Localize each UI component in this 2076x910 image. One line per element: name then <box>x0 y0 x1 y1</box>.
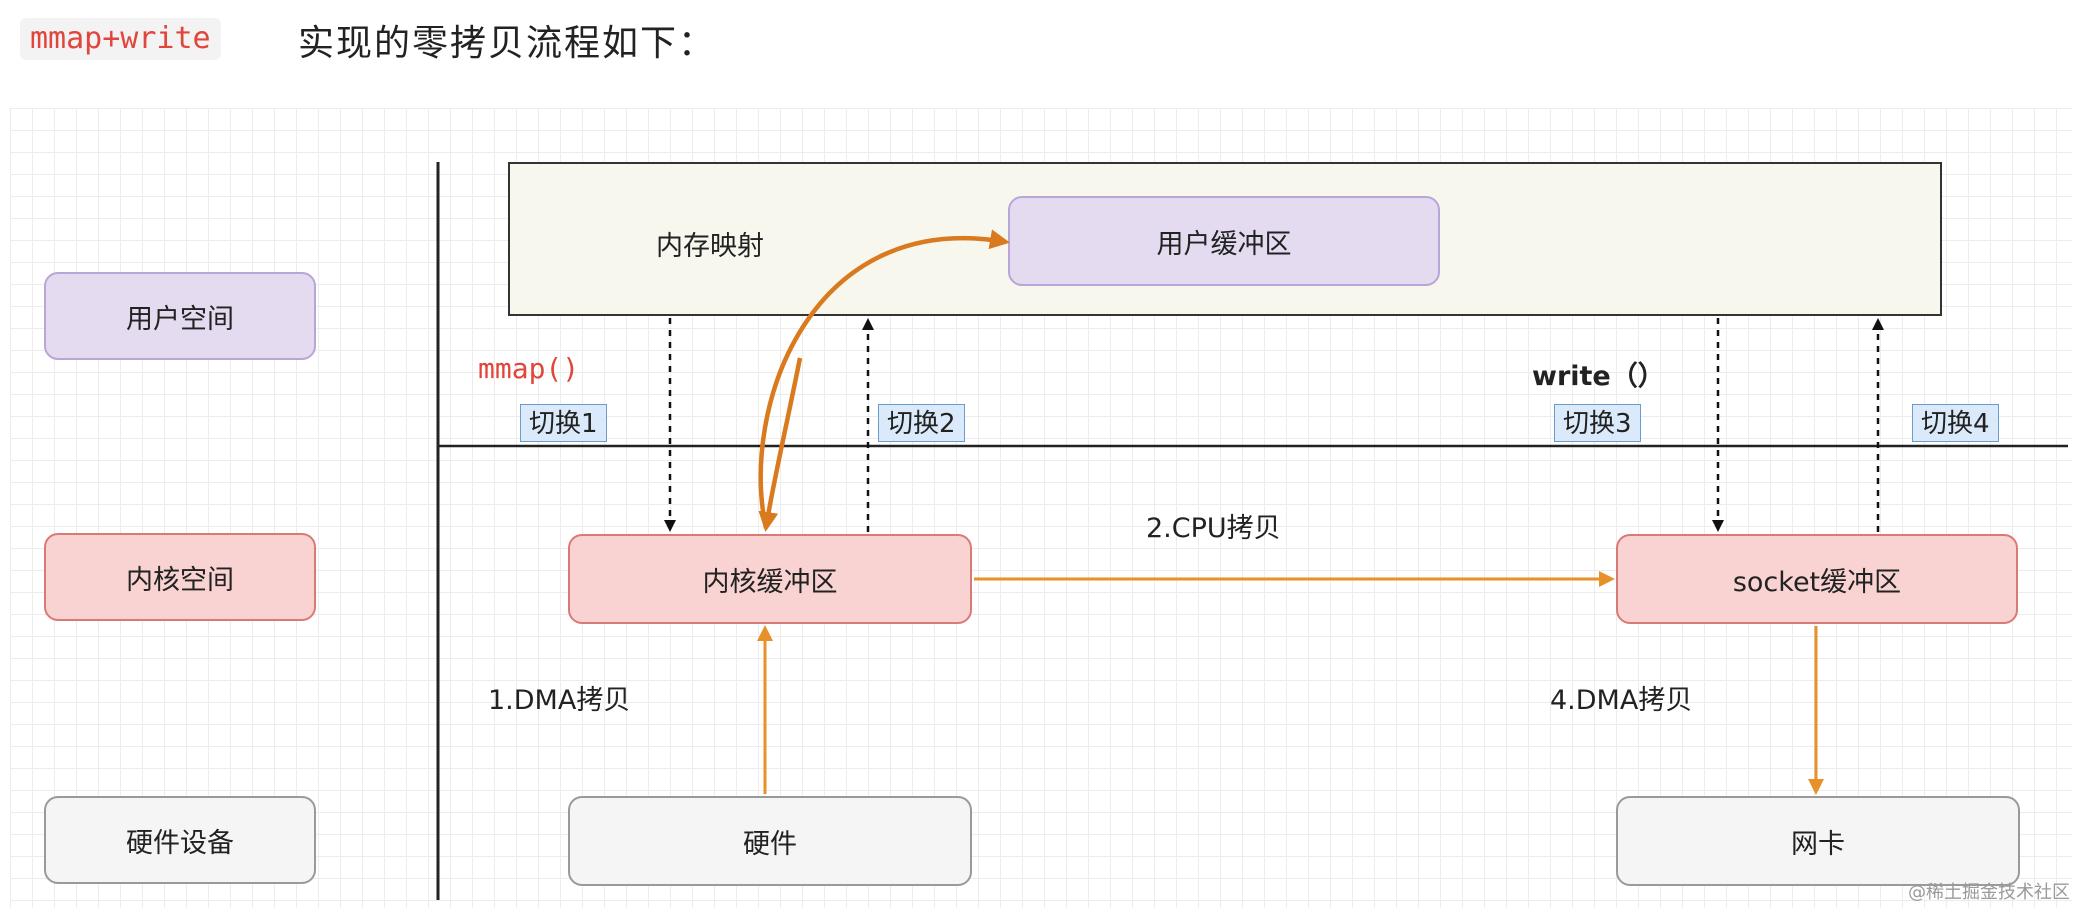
cpu-copy-label: 2.CPU拷贝 <box>1146 513 1281 544</box>
memory-map-label: 内存映射 <box>656 231 764 262</box>
switch-tag-3: 切换3 <box>1554 404 1641 442</box>
header-title: 实现的零拷贝流程如下： <box>298 23 717 64</box>
code-chip: mmap+write <box>20 18 221 60</box>
row-label-kernel-space: 内核空间 <box>44 533 316 621</box>
watermark: @稀土掘金技术社区 <box>1908 882 2070 903</box>
write-call-label: write（） <box>1532 361 1665 392</box>
mmap-call-label: mmap() <box>478 352 580 385</box>
arrows-layer <box>436 162 2068 900</box>
row-label-hardware-device: 硬件设备 <box>44 796 316 884</box>
switch-tag-1: 切换1 <box>520 404 607 442</box>
dma-copy-4-label: 4.DMA拷贝 <box>1550 685 1693 716</box>
memory-map-arrow <box>758 229 1010 529</box>
diagram-canvas: 用户空间 内核空间 硬件设备 内存映射 用户缓冲区 内核缓冲区 socket缓冲… <box>10 108 2072 908</box>
nic-node: 网卡 <box>1616 796 2020 886</box>
socket-buffer-node: socket缓冲区 <box>1616 534 2018 624</box>
kernel-buffer-node: 内核缓冲区 <box>568 534 972 624</box>
switch-tag-2: 切换2 <box>878 404 965 442</box>
memory-map-arrow-down <box>758 357 803 532</box>
switch-tag-4: 切换4 <box>1912 404 1999 442</box>
hardware-node: 硬件 <box>568 796 972 886</box>
user-buffer-node: 用户缓冲区 <box>1008 196 1440 286</box>
dma-copy-1-label: 1.DMA拷贝 <box>488 685 631 716</box>
row-label-user-space: 用户空间 <box>44 272 316 360</box>
header: mmap+write 实现的零拷贝流程如下： <box>0 0 2076 90</box>
